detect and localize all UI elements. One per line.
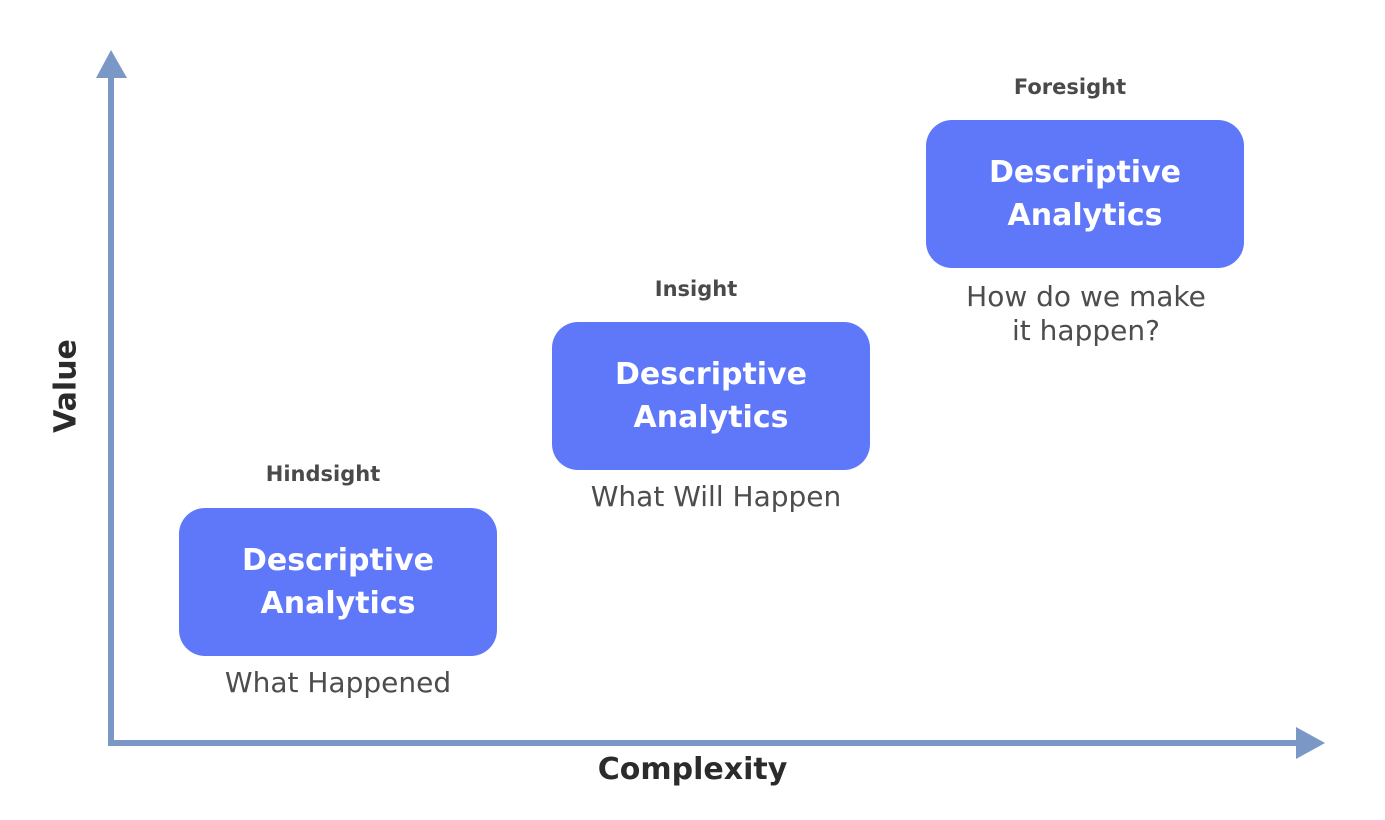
stage-box-line2: Analytics [260, 586, 416, 621]
stage-box-label: Descriptive Analytics [935, 151, 1235, 237]
stage-box-label: Descriptive Analytics [188, 539, 488, 625]
x-axis-arrowhead [1296, 727, 1325, 759]
y-axis-label: Value [48, 339, 84, 433]
stage-box-insight: Descriptive Analytics [552, 322, 870, 470]
stage-caption-foresight: How do we make it happen? [966, 280, 1206, 347]
stage-box-line2: Analytics [1007, 198, 1163, 233]
stage-box-line2: Analytics [633, 400, 789, 435]
stage-box-hindsight: Descriptive Analytics [179, 508, 497, 656]
stage-caption-insight: What Will Happen [590, 480, 842, 513]
stage-title-hindsight: Hindsight [265, 462, 381, 486]
x-axis-label: Complexity [0, 752, 1385, 787]
stage-box-line1: Descriptive [989, 155, 1181, 190]
stage-title-foresight: Foresight [1013, 75, 1127, 99]
stage-caption-hindsight: What Happened [224, 666, 452, 699]
y-axis-arrowhead [96, 50, 127, 78]
stage-title-insight: Insight [654, 277, 738, 301]
stage-box-label: Descriptive Analytics [561, 353, 861, 439]
x-axis-label-text: Complexity [597, 752, 788, 787]
stage-box-foresight: Descriptive Analytics [926, 120, 1244, 268]
stage-box-line1: Descriptive [615, 357, 807, 392]
stage-box-line1: Descriptive [242, 543, 434, 578]
